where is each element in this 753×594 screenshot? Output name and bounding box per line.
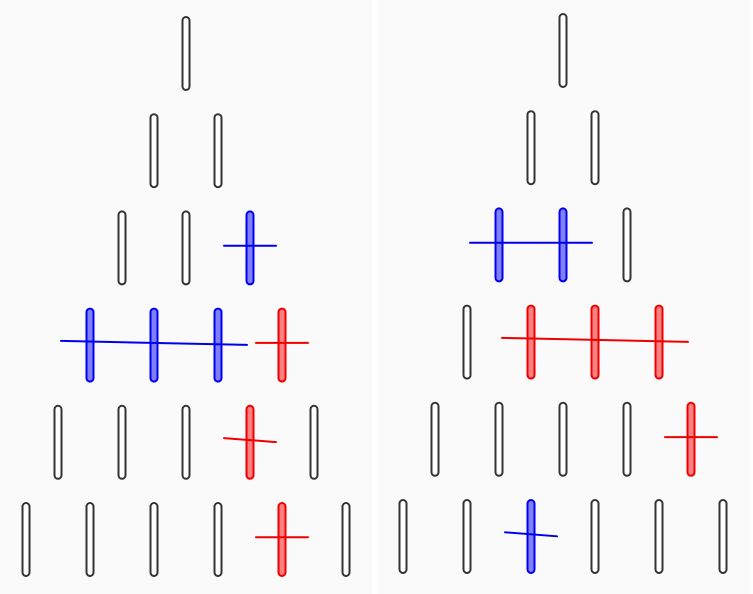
- stick-crossed-blue: [245, 210, 255, 286]
- stick[interactable]: [117, 404, 127, 480]
- stick[interactable]: [558, 13, 568, 88]
- stick[interactable]: [181, 404, 191, 480]
- left-board-canvas: [21, 16, 351, 577]
- stick[interactable]: [590, 499, 600, 574]
- right-board: [378, 0, 750, 594]
- stick-crossed-blue: [558, 207, 568, 283]
- stick[interactable]: [181, 210, 191, 286]
- stick-crossed-blue: [526, 499, 536, 574]
- stick[interactable]: [341, 502, 351, 577]
- cross-stroke-red: [501, 336, 689, 343]
- stick[interactable]: [213, 502, 223, 577]
- left-board: [0, 0, 372, 594]
- stick[interactable]: [53, 404, 63, 480]
- stick[interactable]: [149, 502, 159, 577]
- stick[interactable]: [430, 401, 440, 477]
- stick[interactable]: [21, 502, 31, 577]
- cross-stroke-blue: [504, 531, 558, 538]
- stick-crossed-red: [590, 304, 600, 380]
- stick-crossed-red: [277, 307, 287, 383]
- stick[interactable]: [213, 113, 223, 189]
- cross-stroke-red: [223, 437, 277, 444]
- stick-crossed-red: [526, 304, 536, 380]
- stick[interactable]: [494, 401, 504, 477]
- stick[interactable]: [462, 499, 472, 574]
- stick[interactable]: [398, 499, 408, 574]
- stick[interactable]: [85, 502, 95, 577]
- stick-crossed-red: [277, 502, 287, 577]
- stick[interactable]: [622, 401, 632, 477]
- right-board-canvas: [398, 13, 728, 574]
- stick[interactable]: [526, 110, 536, 186]
- stick[interactable]: [462, 304, 472, 380]
- stick-crossed-blue: [494, 207, 504, 283]
- stick[interactable]: [558, 401, 568, 477]
- stick[interactable]: [622, 207, 632, 283]
- stick-crossed-red: [686, 401, 696, 477]
- stick-crossed-red: [245, 404, 255, 480]
- cross-stroke-blue: [60, 339, 248, 346]
- stick[interactable]: [309, 404, 319, 480]
- stick[interactable]: [718, 499, 728, 574]
- stick[interactable]: [149, 113, 159, 189]
- stick[interactable]: [590, 110, 600, 186]
- stick-crossed-blue: [149, 307, 159, 383]
- stick-crossed-blue: [85, 307, 95, 383]
- stick[interactable]: [117, 210, 127, 286]
- stick[interactable]: [654, 499, 664, 574]
- stick[interactable]: [181, 16, 191, 91]
